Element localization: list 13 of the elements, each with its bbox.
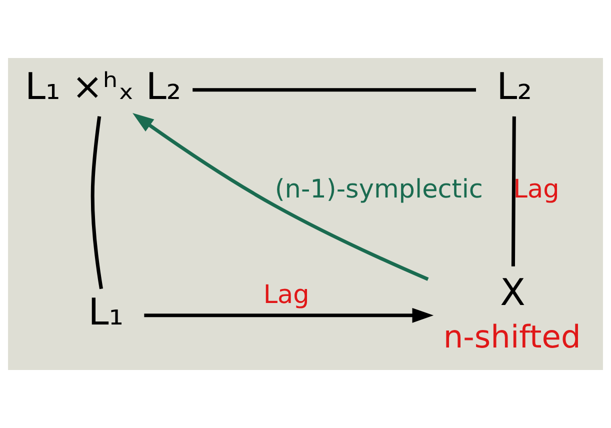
node-text: X [500,271,526,314]
edge-label: Lag [513,174,560,205]
connector [90,116,103,290]
node-text: L₁ ×ʰₓ L₂ [24,64,182,108]
connector [511,116,516,266]
edge-label: Lag [263,280,310,310]
node-text: L₂ [496,64,532,108]
connector [192,88,476,92]
node-text: L₁ [88,290,124,334]
edge-label: (n-1)-symplectic [274,174,483,205]
arrow [132,113,429,281]
node-label: n-shifted [443,319,581,356]
arrow [144,308,434,323]
